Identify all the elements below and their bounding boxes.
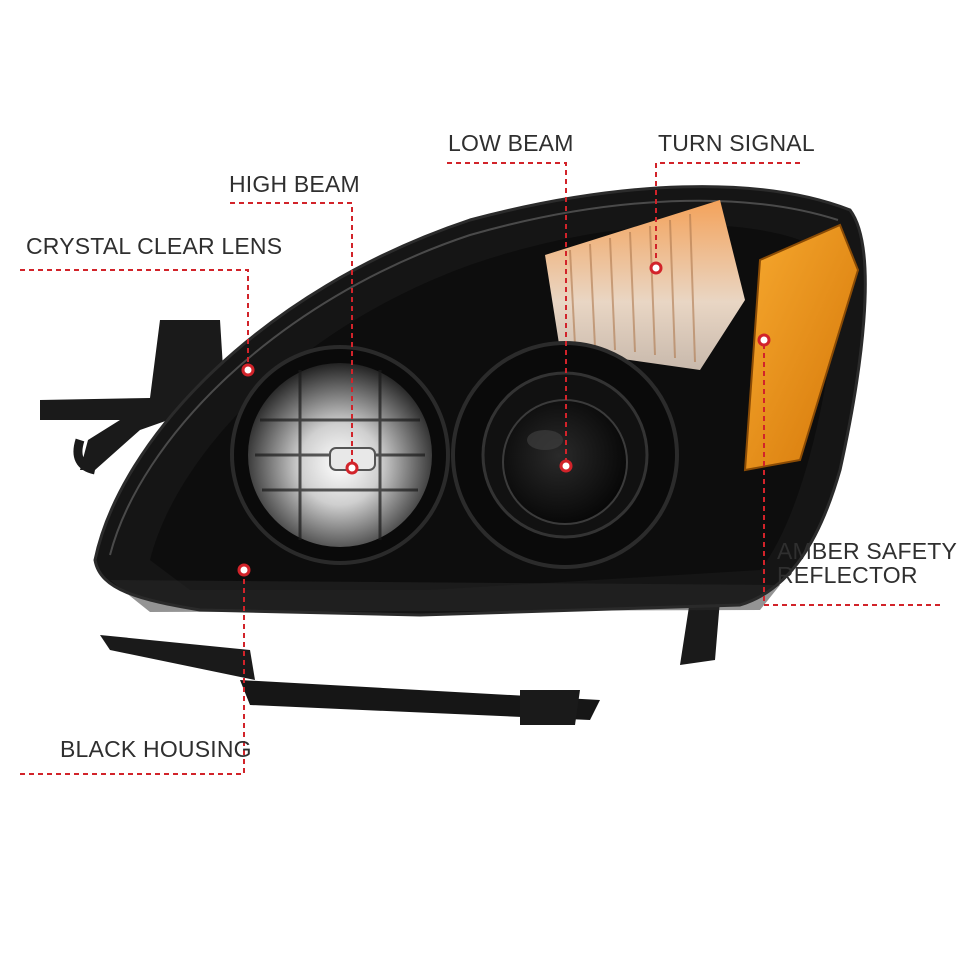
callout-line-high-beam	[230, 202, 353, 468]
callout-dot-crystal-clear-lens	[241, 363, 255, 377]
bottom-mount-brackets	[100, 600, 720, 725]
label-crystal-clear-lens: CRYSTAL CLEAR LENS	[26, 233, 283, 259]
left-mount-bracket	[40, 320, 225, 475]
callout-dot-high-beam	[345, 461, 359, 475]
callout-dot-turn-signal	[649, 261, 663, 275]
label-amber-safety-reflector-line1: AMBER SAFETY	[777, 538, 958, 564]
label-amber-safety-reflector-line2: REFLECTOR	[777, 562, 918, 588]
callout-line-amber-safety-reflector	[763, 340, 940, 606]
callout-line-black-housing	[20, 570, 245, 775]
high-beam-bowl	[230, 345, 450, 565]
label-low-beam: LOW BEAM	[448, 130, 574, 156]
label-turn-signal: TURN SIGNAL	[658, 130, 815, 156]
label-high-beam: HIGH BEAM	[229, 171, 360, 197]
label-amber-safety-reflector: AMBER SAFETY REFLECTOR	[777, 539, 957, 587]
turn-signal-lens	[545, 200, 745, 370]
callout-line-crystal-clear-lens	[20, 269, 249, 368]
callout-dot-low-beam	[559, 459, 573, 473]
label-black-housing: BLACK HOUSING	[60, 736, 252, 762]
callout-line-low-beam	[447, 162, 567, 466]
callout-line-turn-signal	[655, 162, 800, 268]
amber-reflector	[743, 223, 860, 472]
callout-dot-amber-safety-reflector	[757, 333, 771, 347]
callout-dot-black-housing	[237, 563, 251, 577]
